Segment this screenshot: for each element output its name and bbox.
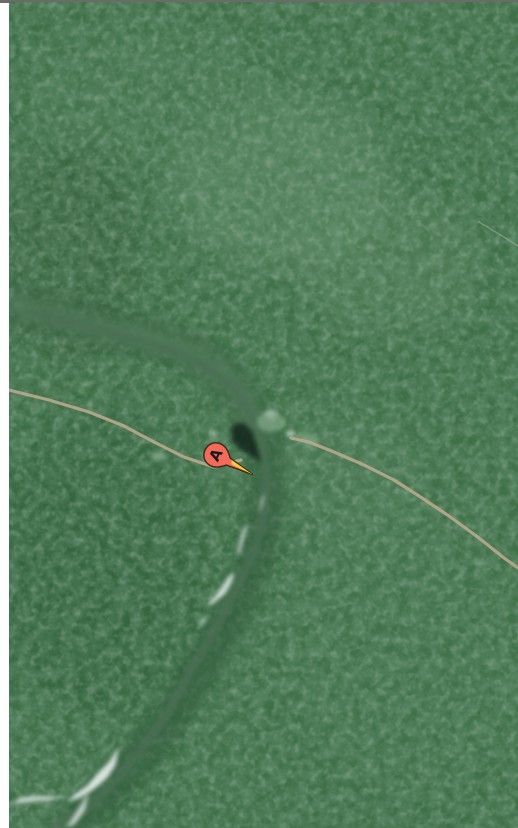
river-channel [27,307,271,828]
satellite-imagery [9,2,518,828]
road-east [289,436,518,570]
map-pin-icon [203,442,254,476]
location-marker-a[interactable]: A [198,437,260,483]
track-northeast [478,221,518,247]
top-border [0,0,518,3]
marker-shadow [231,423,261,462]
satellite-map[interactable] [9,2,518,828]
